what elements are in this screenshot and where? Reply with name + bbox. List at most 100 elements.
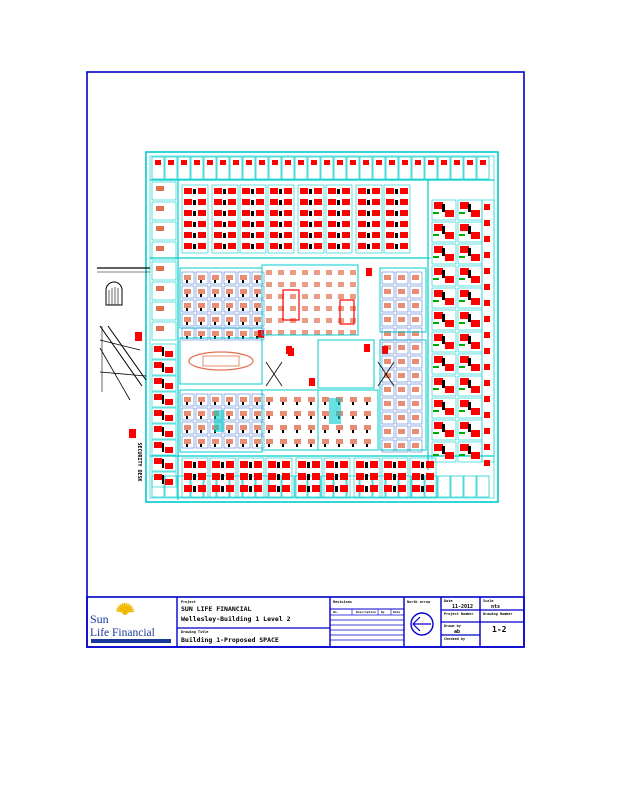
workstation-desk [460, 268, 469, 275]
small-office [209, 313, 223, 327]
workstation-pod [237, 457, 265, 499]
chair [186, 280, 188, 283]
workstation-desk [460, 400, 469, 407]
chair [228, 444, 230, 447]
workstation-desk [460, 334, 469, 341]
workstation-divider [367, 189, 370, 194]
workstation-desk [184, 188, 192, 194]
workstation-desk [426, 473, 434, 480]
core-furniture [326, 282, 332, 287]
small-office [181, 435, 195, 449]
workstation-desk [400, 199, 408, 205]
workstation-desk [256, 199, 264, 205]
workstation-desk [312, 473, 320, 480]
sun-ray [117, 605, 124, 611]
chair [228, 308, 230, 311]
workstation-desk [198, 188, 206, 194]
sheet-border [86, 71, 525, 648]
small-office [237, 407, 251, 421]
core-furniture [350, 294, 356, 299]
small-office [223, 313, 237, 327]
workstation-divider [193, 211, 196, 216]
core-furniture [278, 270, 284, 275]
room-marker [382, 346, 388, 354]
workstation-pod [209, 457, 237, 499]
workstation-divider [367, 200, 370, 205]
revision-rows [330, 614, 404, 641]
small-office [223, 393, 237, 407]
office-furniture [294, 425, 301, 430]
workstation-desk [240, 461, 248, 468]
core-furniture [278, 306, 284, 311]
workstation-pod [323, 457, 351, 499]
office-desk [233, 160, 239, 165]
workstation-desk [358, 232, 366, 238]
workstation-desk [434, 444, 443, 451]
office-furniture [384, 275, 391, 280]
chair [214, 280, 216, 283]
workstation-divider [468, 248, 471, 256]
workstation-desk [284, 199, 292, 205]
office-desk [285, 160, 291, 165]
workstation-divider [221, 486, 224, 492]
small-office [181, 285, 195, 299]
office-desk [272, 160, 278, 165]
workstation-pod [325, 184, 353, 254]
small-office [181, 313, 195, 327]
chair [214, 444, 216, 447]
workstation-desk [284, 243, 292, 249]
workstation-desk [434, 400, 443, 407]
office-desk [484, 268, 490, 274]
sun-ray [119, 604, 124, 611]
workstation-divider [251, 233, 254, 238]
office-furniture [308, 411, 315, 416]
workstation-desk [226, 473, 234, 480]
conference-table [188, 351, 254, 371]
perimeter-office [281, 156, 295, 180]
small-office [181, 421, 195, 435]
perimeter-office [190, 156, 204, 180]
workstation-divider [251, 189, 254, 194]
date-value: 11-2012 [452, 604, 473, 610]
office-desk [181, 160, 187, 165]
small-office [395, 425, 409, 439]
office-furniture [364, 411, 371, 416]
office-furniture [384, 289, 391, 294]
chair [242, 294, 244, 297]
chair [310, 430, 312, 433]
workstation-desk [214, 199, 222, 205]
workstation-desk [284, 210, 292, 216]
perimeter-office [216, 156, 230, 180]
workstation-desk [198, 243, 206, 249]
workstation-divider [251, 211, 254, 216]
office-furniture [350, 439, 357, 444]
perimeter-office [268, 156, 282, 180]
workstation-desk [242, 210, 250, 216]
workstation-pod [431, 331, 457, 353]
drawing-title: Building 1-Proposed SPACE [181, 636, 279, 644]
scale-value: nts [491, 604, 500, 610]
planter [459, 410, 465, 412]
chair [214, 294, 216, 297]
left-office [151, 261, 177, 281]
chair [200, 416, 202, 419]
office-furniture [156, 206, 164, 211]
office-furniture [156, 266, 164, 271]
workstation-divider [193, 189, 196, 194]
left-office [151, 201, 177, 221]
rev-no-label: No. [333, 610, 339, 614]
office-furniture [280, 397, 287, 402]
workstation-desk [228, 210, 236, 216]
workstation-desk [398, 461, 406, 468]
perimeter-office [411, 156, 425, 180]
workstation-desk [226, 485, 234, 492]
workstation-desk [445, 232, 454, 239]
small-office [251, 421, 265, 435]
small-office [395, 285, 409, 299]
workstation-desk [154, 426, 162, 432]
drawing-label: Drawing Title [181, 630, 208, 634]
sun-ray [121, 603, 125, 610]
workstation-desk [471, 364, 480, 371]
core-furniture [326, 294, 332, 299]
room-marker [364, 344, 370, 352]
